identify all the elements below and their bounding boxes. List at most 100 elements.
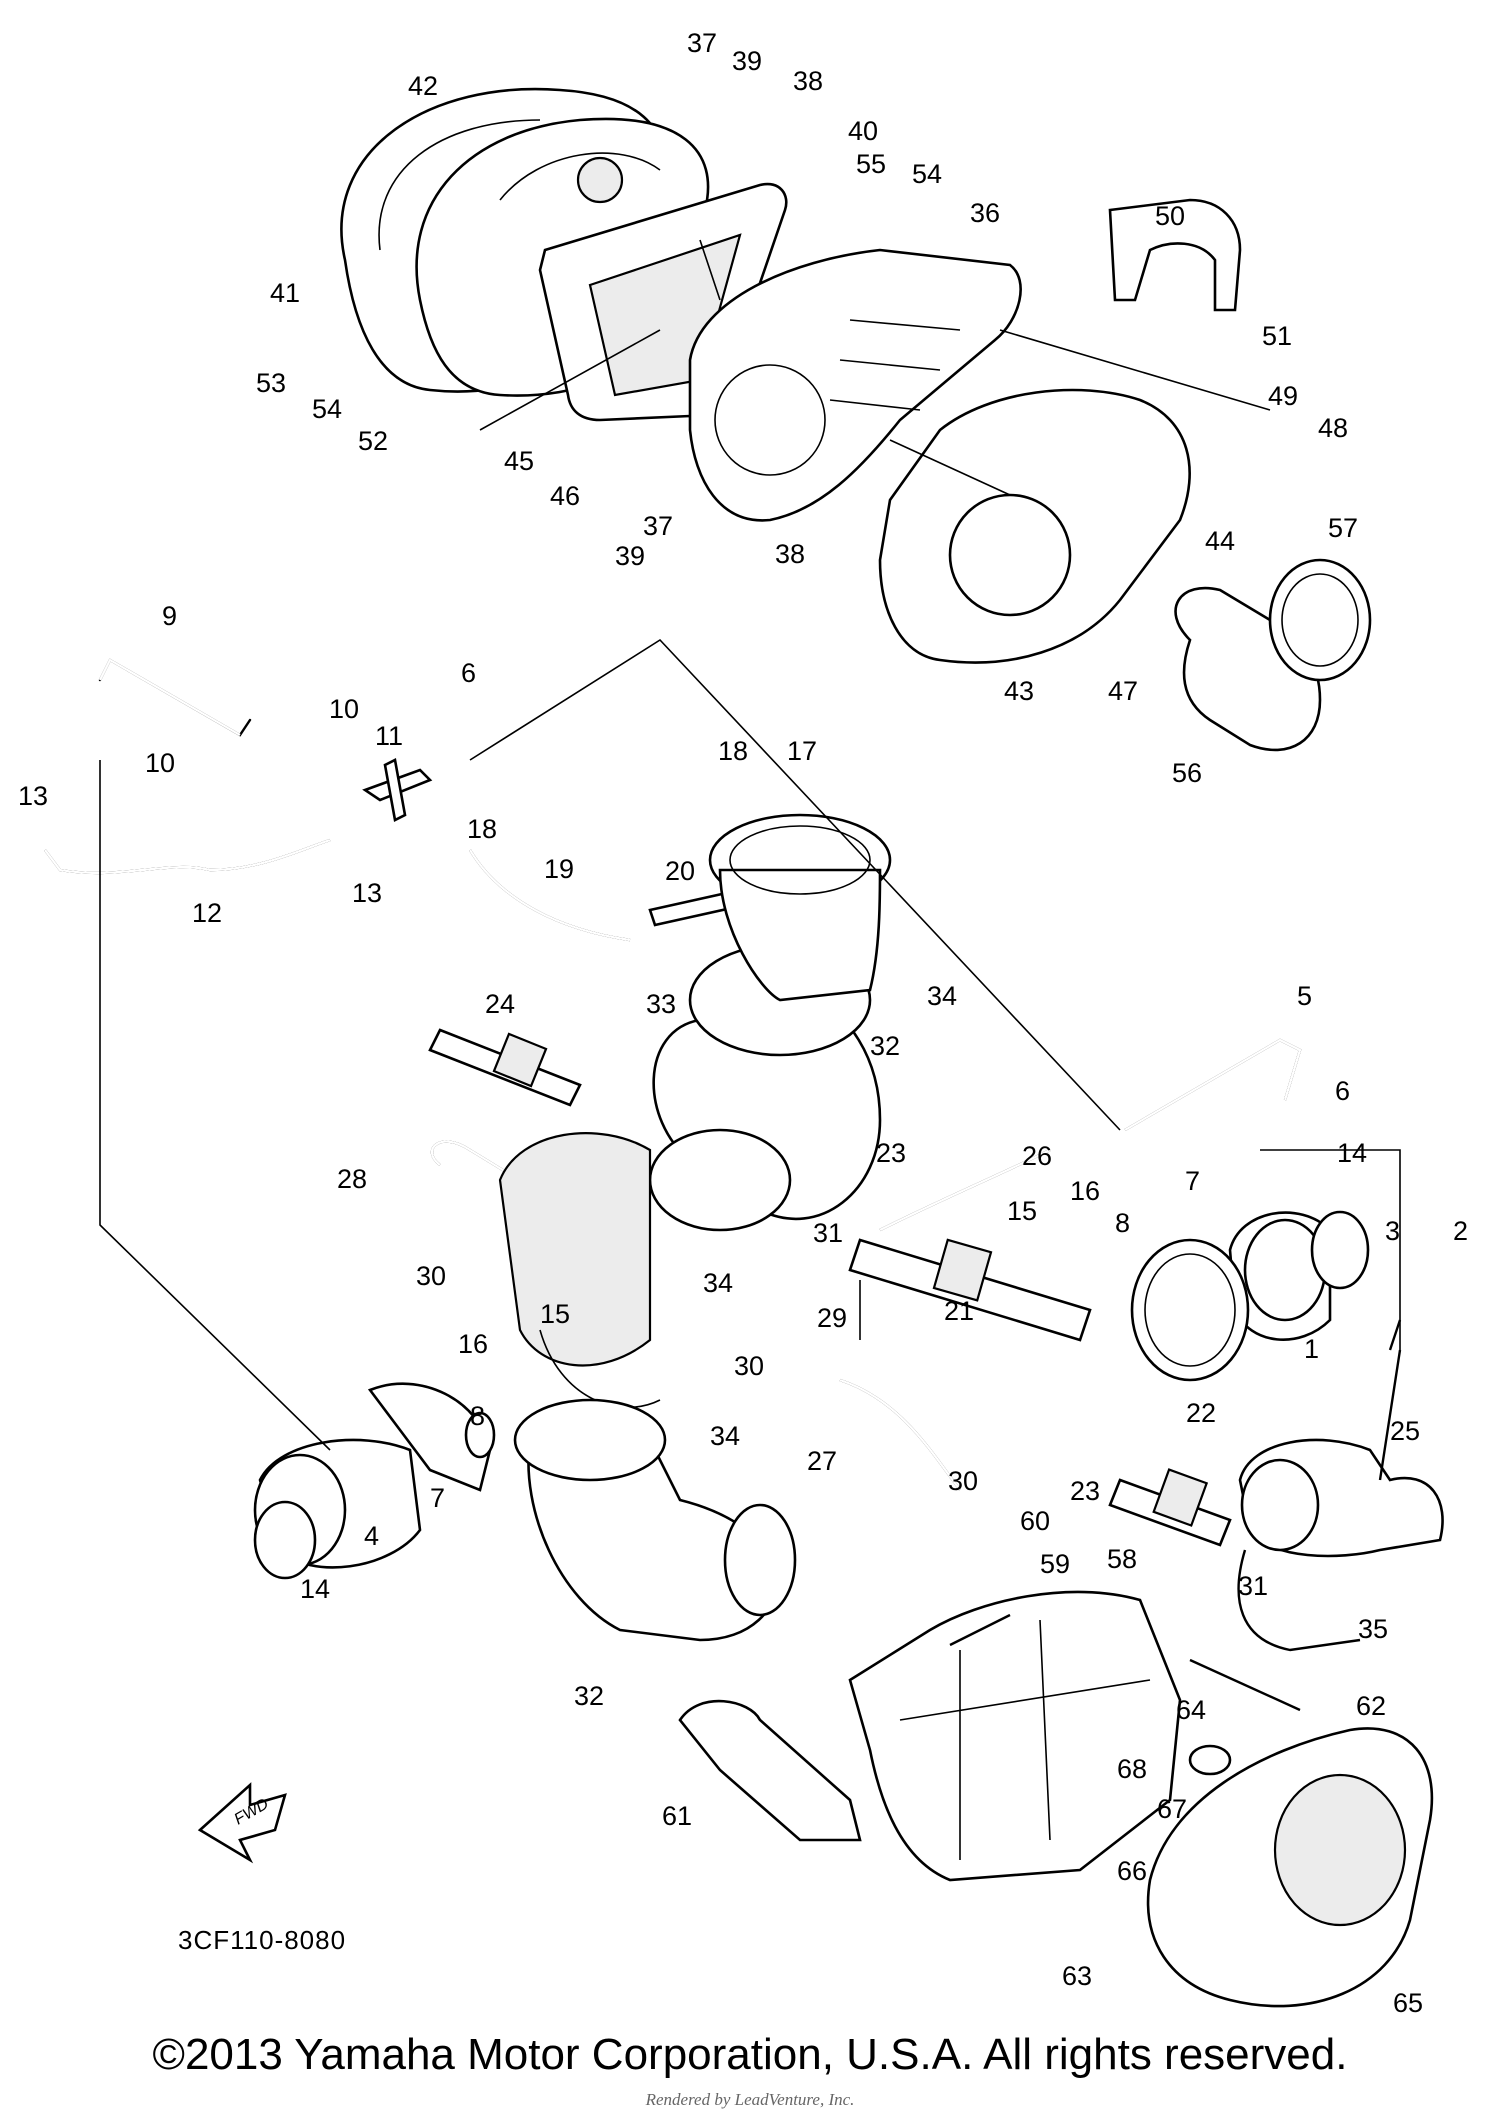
part-label: 34 xyxy=(927,981,957,1011)
flange-7-right xyxy=(1130,1238,1250,1382)
intake-joint-32-lower xyxy=(527,1438,782,1642)
part-label: 51 xyxy=(1262,321,1292,351)
part-label: 39 xyxy=(732,46,762,76)
part-label: 7 xyxy=(1185,1166,1200,1196)
part-label: 4 xyxy=(364,1521,379,1551)
grommet-64 xyxy=(1188,1744,1232,1776)
part-label: 1 xyxy=(1304,1334,1319,1364)
part-label: 9 xyxy=(162,601,177,631)
part-label: 57 xyxy=(1328,513,1358,543)
part-label: 10 xyxy=(329,694,359,724)
part-label: 30 xyxy=(416,1261,446,1291)
part-label: 6 xyxy=(461,658,476,688)
part-label: 23 xyxy=(876,1138,906,1168)
copyright-notice: ©2013 Yamaha Motor Corporation, U.S.A. A… xyxy=(152,2030,1348,2079)
part-label: 14 xyxy=(300,1574,330,1604)
part-label: 5 xyxy=(1297,981,1312,1011)
flange-7-left xyxy=(367,1382,492,1492)
part-label: 52 xyxy=(358,426,388,456)
part-label: 68 xyxy=(1117,1754,1147,1784)
part-label: 20 xyxy=(665,856,695,886)
fwd-arrow xyxy=(197,1782,287,1864)
part-label: 27 xyxy=(807,1446,837,1476)
part-label: 13 xyxy=(352,878,382,908)
rendered-by-credit: Rendered by LeadVenture, Inc. xyxy=(645,2090,855,2109)
wire-35 xyxy=(1237,1549,1361,1652)
part-label: 61 xyxy=(662,1801,692,1831)
part-label: 31 xyxy=(813,1218,843,1248)
part-label: 32 xyxy=(574,1681,604,1711)
part-label: 16 xyxy=(1070,1176,1100,1206)
part-label: 3 xyxy=(1385,1216,1400,1246)
part-label: 42 xyxy=(408,71,438,101)
part-label: 43 xyxy=(1004,676,1034,706)
part-label: 31 xyxy=(1238,1571,1268,1601)
o-ring-14-left xyxy=(253,1500,317,1580)
part-label: 10 xyxy=(145,748,175,778)
part-label: 67 xyxy=(1157,1794,1187,1824)
part-label: 23 xyxy=(1070,1476,1100,1506)
hose-27 xyxy=(839,1378,961,1491)
part-label: 17 xyxy=(787,736,817,766)
part-label: 54 xyxy=(312,394,342,424)
part-label: 58 xyxy=(1107,1544,1137,1574)
part-label: 38 xyxy=(793,66,823,96)
part-label: 66 xyxy=(1117,1856,1147,1886)
part-label: 2 xyxy=(1453,1216,1468,1246)
part-label: 54 xyxy=(912,159,942,189)
part-label: 34 xyxy=(703,1268,733,1298)
part-label: 46 xyxy=(550,481,580,511)
joint-56 xyxy=(1174,586,1322,752)
part-label: 49 xyxy=(1268,381,1298,411)
part-label: 18 xyxy=(718,736,748,766)
part-label: 12 xyxy=(192,898,222,928)
part-label: 55 xyxy=(856,149,886,179)
part-label: 15 xyxy=(1007,1196,1037,1226)
bracket-58 xyxy=(848,1590,1182,1882)
part-label: 32 xyxy=(870,1031,900,1061)
part-label: 19 xyxy=(544,854,574,884)
part-label: 7 xyxy=(430,1483,445,1513)
part-label: 8 xyxy=(470,1401,485,1431)
part-label: 30 xyxy=(948,1466,978,1496)
part-label: 64 xyxy=(1176,1695,1206,1725)
part-label: 26 xyxy=(1022,1141,1052,1171)
part-label: 25 xyxy=(1390,1416,1420,1446)
part-label: 41 xyxy=(270,278,300,308)
part-label: 53 xyxy=(256,368,286,398)
part-label: 16 xyxy=(458,1329,488,1359)
part-label: 24 xyxy=(485,989,515,1019)
bracket-50 xyxy=(1108,198,1242,312)
part-label: 30 xyxy=(734,1351,764,1381)
part-label: 65 xyxy=(1393,1988,1423,2018)
part-label: 14 xyxy=(1337,1138,1367,1168)
part-label: 11 xyxy=(375,721,403,751)
part-label: 40 xyxy=(848,116,878,146)
carburetor-body xyxy=(498,1132,652,1367)
part-label: 44 xyxy=(1205,526,1235,556)
pipe-61 xyxy=(678,1699,862,1842)
part-label: 38 xyxy=(775,539,805,569)
part-label: 48 xyxy=(1318,413,1348,443)
part-label: 39 xyxy=(615,541,645,571)
part-label: 60 xyxy=(1020,1506,1050,1536)
air-cleaner-case-36 xyxy=(688,248,1022,522)
part-label: 33 xyxy=(646,989,676,1019)
part-label: 15 xyxy=(540,1299,570,1329)
part-label: 13 xyxy=(18,781,48,811)
part-label: 22 xyxy=(1186,1398,1216,1428)
line-art: FWD xyxy=(44,87,1444,2008)
part-label: 21 xyxy=(944,1296,974,1326)
part-label: 36 xyxy=(970,198,1000,228)
part-label: 6 xyxy=(1335,1076,1350,1106)
part-label: 63 xyxy=(1062,1961,1092,1991)
part-labels: 37 39 38 42 40 55 54 36 50 41 51 53 54 4… xyxy=(18,28,1468,2018)
o-ring-14-right xyxy=(1310,1210,1370,1290)
diagram-code: 3CF110-8080 xyxy=(178,1925,347,1955)
part-label: 45 xyxy=(504,446,534,476)
part-label: 35 xyxy=(1358,1614,1388,1644)
part-label: 37 xyxy=(687,28,717,58)
part-label: 62 xyxy=(1356,1691,1386,1721)
part-label: 50 xyxy=(1155,201,1185,231)
